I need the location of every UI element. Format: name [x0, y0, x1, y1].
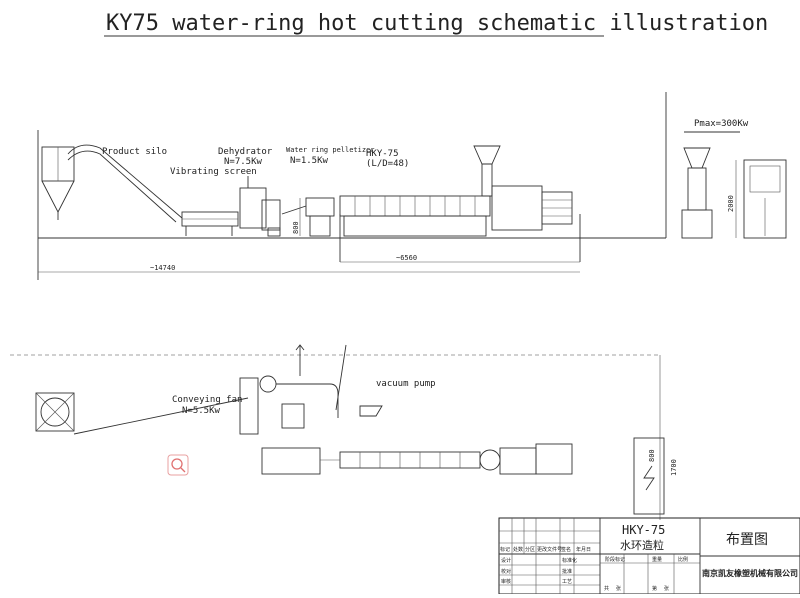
tb-header-3: 分区 [525, 546, 535, 553]
tb-role-standard: 标准化 [562, 557, 577, 564]
side-base [681, 209, 713, 239]
plan-extruder-line [261, 443, 573, 475]
side-hopper [683, 147, 711, 169]
dim-pelletizer-height: 800 [292, 221, 300, 234]
tb-role-review: 审核 [501, 578, 511, 585]
extruder-hopper [473, 145, 501, 165]
tb-header-2: 处数 [513, 546, 523, 553]
silo-plan-circle [40, 397, 70, 427]
side-feeder [687, 167, 707, 211]
label-vacuum-pump: vacuum pump [376, 379, 436, 389]
plan-view: 800 1700 Conveying fan N=5.5Kw vacuum pu… [10, 344, 678, 520]
tb-sheet-unit-1: 张 [616, 585, 621, 592]
plan-barrel [339, 451, 481, 469]
tb-sheet-total: 共 [604, 585, 609, 592]
silo-conveyor-pipe [67, 144, 183, 219]
tb-header-5: 签名 [561, 546, 571, 553]
tb-header-6: 年月日 [576, 546, 591, 553]
plan-hopper [479, 449, 501, 471]
dehydrator-body [239, 187, 267, 229]
elevation-view: Product silo Vibrating screen Dehydrator… [37, 92, 787, 280]
label-dehydrator: Dehydrator [218, 147, 273, 157]
silo-plan-diag-2 [35, 392, 75, 432]
label-fan-power: N=5.5Kw [182, 406, 221, 416]
plan-dehydrator [261, 447, 321, 475]
extruder-gearbox [491, 185, 543, 231]
dim-panel-width: 800 [648, 449, 656, 462]
conveying-fan [239, 344, 339, 435]
silo-cone [41, 180, 75, 213]
label-extruder-model: HKY-75 [366, 149, 399, 159]
tb-drawing-name: 布置图 [726, 532, 768, 548]
fan-duct [276, 383, 339, 418]
label-extruder-ld: (L/D=48) [366, 159, 409, 169]
tb-role-check: 校对 [501, 568, 511, 575]
silo-conveyor-pipe-inner [67, 150, 177, 223]
dehydrator-base [267, 227, 281, 237]
pelletizer-pipe [281, 205, 307, 215]
tb-company: 南京凯友橡塑机械有限公司 [702, 568, 798, 578]
panel-outline [633, 437, 665, 515]
tb-header-1: 标记 [500, 546, 510, 553]
dehydrator-motor [261, 199, 281, 231]
fan-frame [239, 377, 259, 435]
fan-motor [281, 403, 305, 429]
fan-vent-arrow [295, 344, 305, 351]
pelletizer-stand [309, 215, 331, 237]
vibrating-screen [181, 211, 239, 236]
plan-gearbox [499, 447, 537, 475]
dim-extruder-length: ~6560 [396, 254, 417, 262]
tb-stage-mark: 阶段标记 [605, 556, 625, 563]
cabinet-panel [749, 165, 781, 193]
label-vibrating-screen: Vibrating screen [170, 167, 257, 177]
vacuum-pump [359, 405, 383, 417]
tb-scale: 比例 [678, 556, 688, 563]
label-product-silo: Product silo [102, 147, 167, 157]
dehydrator [239, 176, 281, 237]
tb-process: 水环造粒 [620, 538, 664, 552]
extruder [339, 145, 581, 262]
tb-role-design: 设计 [501, 557, 511, 564]
product-silo [41, 146, 75, 220]
pelletizer-head [305, 197, 335, 217]
label-cabinet-power: Pmax=300Kw [694, 119, 749, 129]
label-dehydrator-power: N=7.5Kw [224, 157, 263, 167]
fan-impeller [259, 375, 277, 393]
hopper-neck [481, 163, 493, 197]
label-pelletizer: Water ring pelletizer [286, 146, 375, 154]
tb-header-4: 更改文件号 [537, 546, 562, 553]
tb-role-approve: 批准 [562, 568, 572, 575]
dim-total-length: ~14740 [150, 264, 175, 272]
dim-panel-height: 1700 [670, 459, 678, 476]
label-conveying-fan: Conveying fan [172, 395, 242, 405]
tb-sheet-unit-2: 张 [664, 585, 669, 592]
label-pelletizer-power: N=1.5Kw [290, 156, 329, 166]
water-ring-pelletizer [281, 197, 335, 237]
control-panel-plan: 800 1700 [633, 437, 678, 515]
tb-model: HKY-75 [622, 523, 665, 537]
plan-conveyor-pipe [73, 397, 249, 435]
side-view [681, 131, 787, 239]
vacuum-pipe [335, 344, 347, 411]
lightning-icon [643, 465, 655, 491]
extruder-base [343, 215, 487, 237]
dim-cabinet-height: 2000 [727, 195, 735, 212]
tb-weight: 重量 [652, 556, 662, 563]
tb-sheet-no: 第 [652, 585, 657, 592]
drawing-title: KY75 water-ring hot cutting schematic il… [106, 11, 768, 36]
tb-role-process: 工艺 [562, 579, 572, 585]
watermark-search-icon [167, 454, 189, 476]
silo-plan [35, 392, 75, 432]
plan-motor [535, 443, 573, 475]
title-block: 标记 处数 分区 更改文件号 签名 年月日 设计 校对 审核 工艺 标准化 批准… [498, 517, 800, 595]
electric-cabinet [743, 159, 787, 239]
